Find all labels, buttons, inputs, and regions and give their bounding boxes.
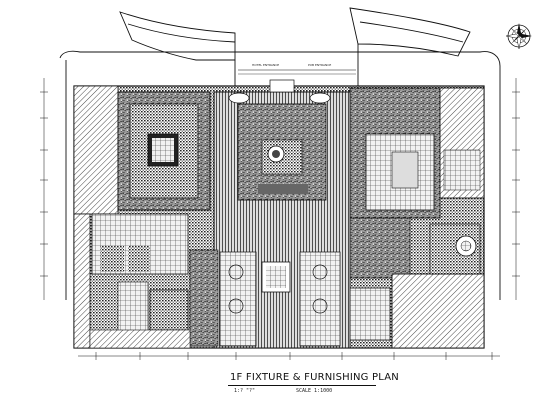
- scale-note-right: SCALE 1:1000: [296, 388, 333, 394]
- hotel-entrance-label: HOTEL ENTRANCE: [252, 63, 279, 67]
- entrance-labels: HOTEL ENTRANCE PUB ENTRANCE: [238, 63, 356, 75]
- scale-note-left: 1:? "?": [234, 388, 256, 394]
- canopy-outline: [59, 7, 501, 300]
- pub-entrance-label: PUB ENTRANCE: [308, 63, 331, 67]
- north-arrow-compass-icon: [505, 23, 532, 50]
- entrance-columns: [228, 79, 331, 104]
- drawing-title: 1F FIXTURE & FURNISHING PLAN: [230, 372, 399, 383]
- grid-axes: [40, 78, 520, 360]
- building-footprint: [73, 85, 485, 349]
- title-underline: [228, 385, 376, 386]
